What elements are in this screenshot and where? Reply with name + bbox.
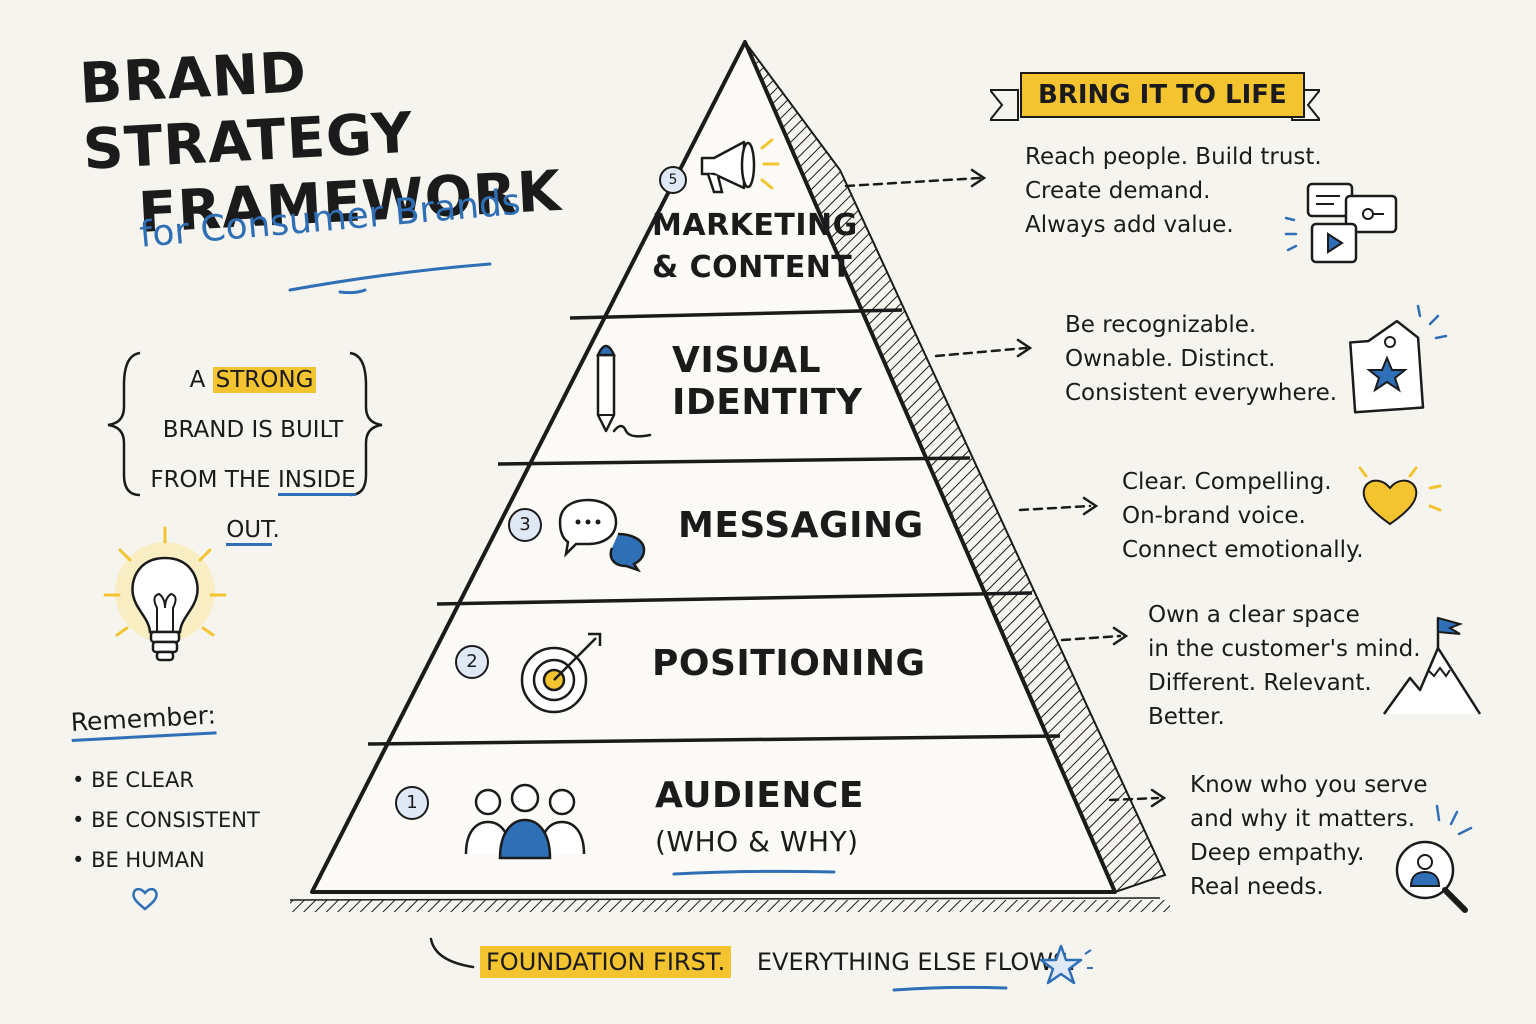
layer-4-label-line1: Visual: [672, 340, 822, 381]
note-line: Deep empathy.: [1190, 840, 1365, 866]
note-line: Know who you serve: [1190, 772, 1428, 798]
chat-media-icon: [1284, 182, 1398, 264]
note-line: Consistent everywhere.: [1065, 380, 1338, 406]
layer-1-sublabel: (Who & Why): [655, 825, 859, 858]
target-icon: [520, 632, 602, 714]
note-line: Ownable. Distinct.: [1065, 346, 1276, 372]
quote-highlight: Strong: [212, 367, 317, 393]
note-line: Real needs.: [1190, 874, 1324, 900]
note-line: Be recognizable.: [1065, 312, 1257, 338]
note-audience: Know who you serve and why it matters. D…: [1190, 768, 1428, 904]
note-line: Different. Relevant.: [1148, 670, 1372, 696]
tag-star-icon: [1349, 304, 1448, 414]
pencil-icon: [596, 344, 652, 438]
note-line: Clear. Compelling.: [1122, 469, 1332, 495]
megaphone-icon: [700, 138, 780, 194]
footer-rest: Everything else flows.: [756, 948, 1076, 976]
footer-arrow: [429, 937, 475, 969]
heart-icon: [1358, 466, 1442, 526]
note-line: Always add value.: [1025, 212, 1234, 238]
note-marketing: Reach people. Build trust. Create demand…: [1025, 140, 1322, 242]
ribbon-label: Bring it to life: [1020, 72, 1305, 118]
list-item: Be Human: [72, 840, 260, 880]
lightbulb-icon: [103, 526, 227, 662]
quote-braces: [107, 351, 383, 497]
magnifier-person-icon: [1395, 804, 1473, 913]
layer-1-underline: [672, 869, 836, 876]
quote-end: .: [272, 517, 280, 543]
remember-list: Be Clear Be Consistent Be Human: [72, 760, 260, 880]
quote-underline: Inside Out: [226, 467, 356, 546]
note-messaging: Clear. Compelling. On-brand voice. Conne…: [1122, 465, 1364, 567]
footer-highlight: Foundation first.: [480, 946, 732, 978]
note-line: Reach people. Build trust.: [1025, 144, 1322, 170]
layer-3-label: Messaging: [678, 505, 924, 546]
note-line: and why it matters.: [1190, 806, 1416, 832]
layer-5-label-line1: Marketing: [652, 208, 858, 243]
layer-3-badge: 3: [508, 508, 542, 542]
remember-heading: Remember:: [70, 700, 217, 742]
layer-2-badge: 2: [455, 645, 489, 679]
list-item: Be Clear: [72, 760, 260, 800]
note-line: On-brand voice.: [1122, 503, 1306, 529]
layer-2-label: Positioning: [652, 643, 926, 684]
note-line: Create demand.: [1025, 178, 1211, 204]
list-item: Be Consistent: [72, 800, 260, 840]
layer-5-badge: 5: [659, 166, 687, 194]
footer-underline: [892, 985, 1008, 992]
note-line: Connect emotionally.: [1122, 537, 1364, 563]
note-line: in the customer's mind.: [1148, 636, 1421, 662]
layer-1-label-line1: Audience: [655, 775, 864, 816]
layer-5-label: Marketing & Content: [652, 205, 858, 289]
note-line: Better.: [1148, 704, 1225, 730]
layer-4-label: Visual Identity: [672, 340, 863, 424]
note-line: Own a clear space: [1148, 602, 1360, 628]
arrows-layer: [844, 168, 1167, 808]
layer-5-label-line2: & Content: [652, 250, 853, 285]
mountain-flag-icon: [1382, 616, 1482, 715]
layer-1-badge: 1: [395, 786, 429, 820]
speech-bubbles-icon: [558, 498, 646, 572]
layer-1-label: Audience (Who & Why): [655, 775, 864, 863]
note-visual-identity: Be recognizable. Ownable. Distinct. Cons…: [1065, 308, 1337, 410]
note-positioning: Own a clear space in the customer's mind…: [1148, 598, 1421, 734]
subtitle-underline: [288, 262, 492, 295]
layer-4-label-line2: Identity: [672, 382, 863, 423]
people-icon: [464, 783, 586, 860]
quote-text-2: Brand is built from the: [150, 417, 344, 493]
quote-text-1: A: [189, 367, 206, 393]
heart-outline-icon: [132, 887, 158, 911]
star-icon: [1039, 944, 1093, 985]
pyramid-diagram: [289, 40, 1170, 912]
quote-block: A Strong Brand is built from the Inside …: [148, 355, 358, 555]
footer-tagline: Foundation first. Everything else flows.: [480, 946, 1076, 978]
